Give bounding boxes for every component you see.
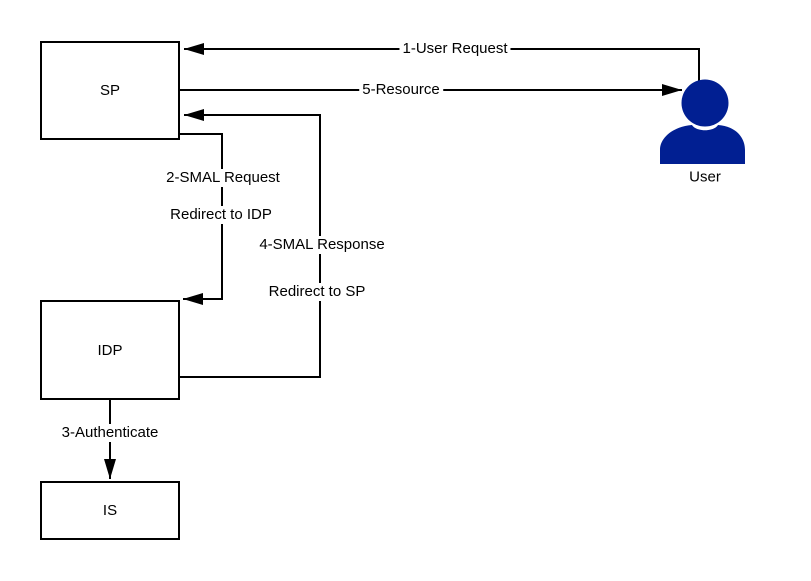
edge-label-saml-request: 2-SMAL Request — [163, 169, 283, 187]
node-user-label: User — [689, 168, 721, 186]
user-icon — [660, 79, 745, 164]
node-is: IS — [40, 481, 180, 540]
node-idp: IDP — [40, 300, 180, 400]
edge-label-saml-response: 4-SMAL Response — [256, 236, 388, 254]
edge-label-user-request: 1-User Request — [399, 40, 511, 58]
node-is-label: IS — [102, 502, 118, 519]
node-idp-label: IDP — [97, 341, 123, 359]
edge-label-resource: 5-Resource — [359, 81, 443, 99]
edge-label-authenticate: 3-Authenticate — [58, 424, 162, 442]
edge-label-saml-request-redirect: Redirect to IDP — [167, 206, 275, 224]
node-sp-label: SP — [99, 82, 120, 99]
node-sp: SP — [40, 41, 180, 140]
edge-label-saml-response-redirect: Redirect to SP — [265, 283, 369, 301]
